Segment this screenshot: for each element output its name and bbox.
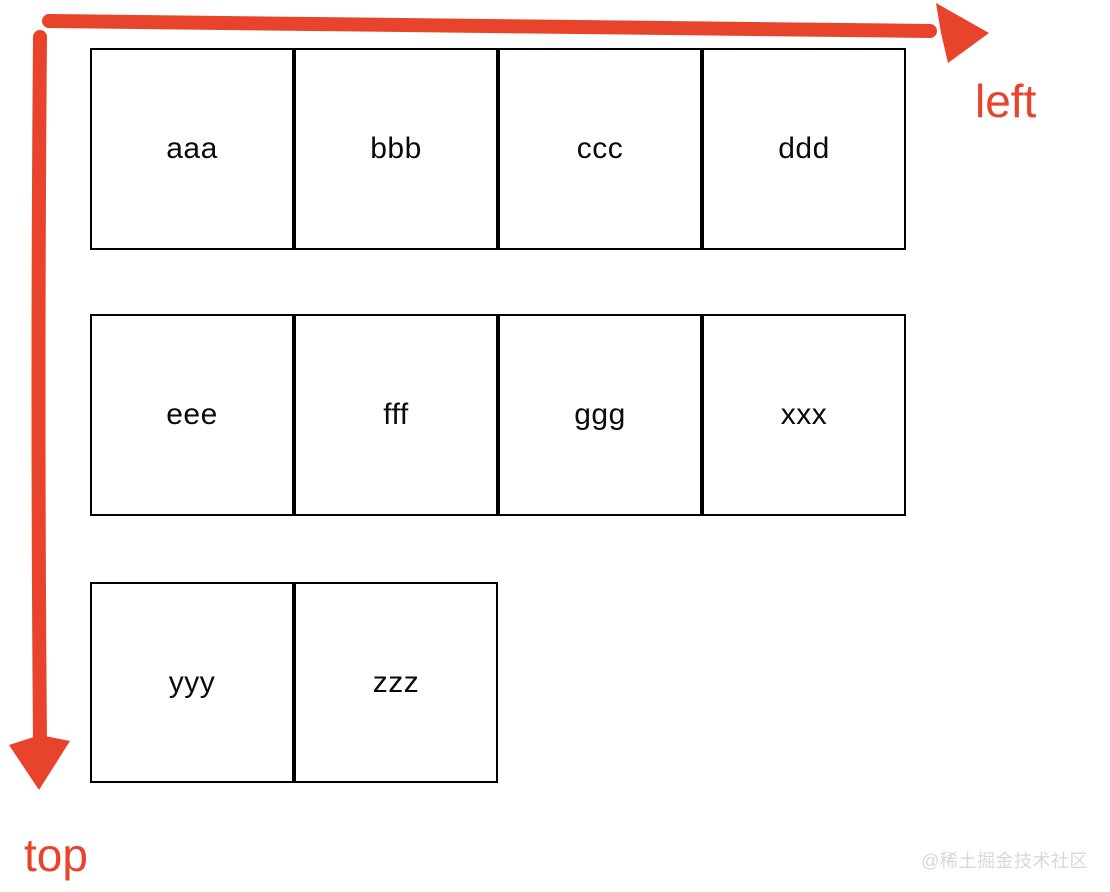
watermark-text: @稀土掘金技术社区 xyxy=(921,851,1088,871)
grid-cell: ccc xyxy=(498,48,702,250)
grid-cell: eee xyxy=(90,314,294,516)
grid-cell: aaa xyxy=(90,48,294,250)
grid-cell: bbb xyxy=(294,48,498,250)
grid-row: yyy zzz xyxy=(90,582,498,783)
vertical-arrow-label: top xyxy=(24,829,88,881)
grid-cell: yyy xyxy=(90,582,294,783)
grid-cell: ddd xyxy=(702,48,906,250)
grid-row: aaa bbb ccc ddd xyxy=(90,48,906,250)
grid-cell: fff xyxy=(294,314,498,516)
grid-row: eee fff ggg xxx xyxy=(90,314,906,516)
vertical-arrow-icon xyxy=(9,30,70,790)
grid-cell: xxx xyxy=(702,314,906,516)
horizontal-arrow-label: left xyxy=(975,75,1037,127)
grid-cell: zzz xyxy=(294,582,498,783)
grid-cell: ggg xyxy=(498,314,702,516)
